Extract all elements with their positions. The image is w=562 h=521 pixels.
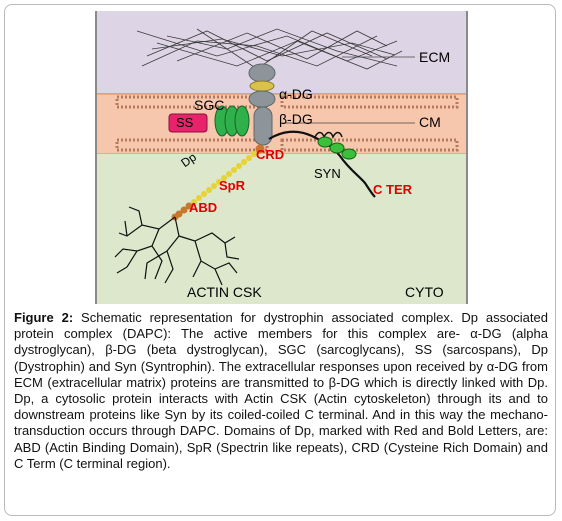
alpha-dg-bottom-icon (248, 90, 276, 108)
dapc-diagram: ECM CM α-DG β-DG SGC SS CRD Dp SpR ABD S… (95, 11, 468, 304)
sgc-icon (214, 105, 250, 137)
dystrophin-chain (171, 144, 265, 221)
diagram-graphics (114, 28, 459, 286)
beta-dg-label: β-DG (279, 111, 313, 127)
coil-loops (314, 131, 343, 139)
ecm-fibers (136, 28, 403, 70)
alpha-dg-top-icon (248, 63, 276, 83)
cm-label: CM (419, 114, 441, 130)
figure-caption: Figure 2: Schematic representation for d… (14, 310, 548, 472)
ss-icon (168, 113, 208, 133)
caption-label: Figure 2: (14, 310, 74, 325)
alpha-dg-mid-icon (249, 80, 275, 92)
c-ter-label: C TER (373, 182, 412, 197)
actin-cytoskeleton (114, 206, 240, 286)
syn-label: SYN (314, 166, 341, 181)
abd-label: ABD (189, 200, 218, 215)
beta-dg-icon (253, 106, 273, 146)
caption-text: Schematic representation for dystrophin … (14, 310, 548, 471)
ecm-label: ECM (419, 49, 451, 65)
ss-label: SS (176, 115, 194, 130)
crd-label: CRD (256, 147, 285, 162)
actin-csk-label: ACTIN CSK (187, 284, 262, 300)
alpha-dg-label: α-DG (279, 86, 313, 102)
sgc-label: SGC (194, 97, 225, 113)
spr-label: SpR (219, 178, 245, 193)
cyto-label: CYTO (405, 284, 444, 300)
syn-icon (317, 136, 357, 160)
c-terminal-coil (268, 130, 376, 198)
membrane-lipids (115, 95, 459, 152)
